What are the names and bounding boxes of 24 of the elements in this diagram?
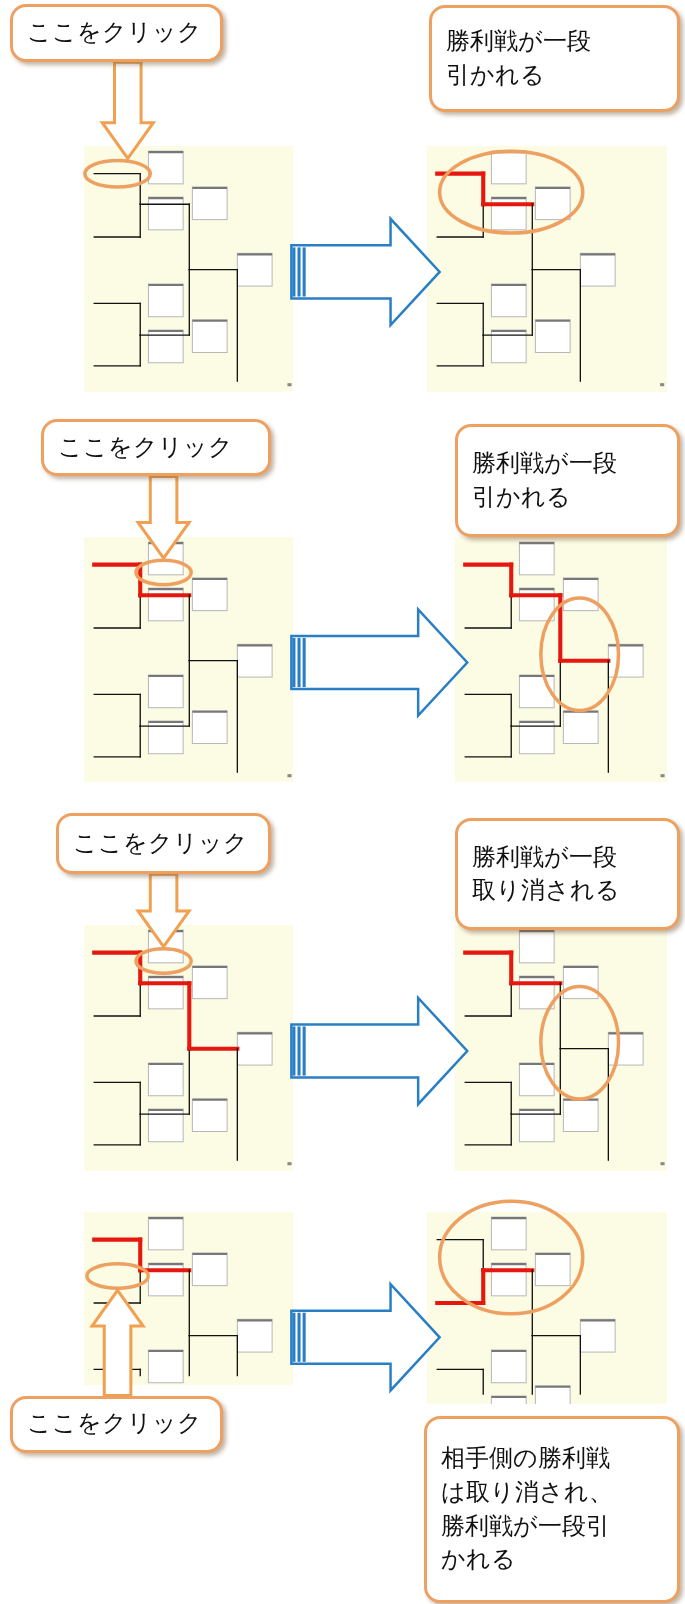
bracket-drawing [83,925,294,1171]
callout-text: 勝利戦が一段取り消される [471,841,621,907]
callout-box [56,812,271,875]
callout-text: 勝利戦が一段引かれる [471,447,618,513]
callout-box [454,424,680,537]
bracket-drawing [83,1211,294,1386]
callout-text: 勝利戦が一段引かれる [446,26,593,91]
bracket-drawing [83,146,294,392]
bracket-drawing [454,925,667,1171]
bracket-drawing [83,536,294,783]
callout-box [10,4,223,63]
callout-box [429,5,680,113]
callout-box [10,1395,223,1453]
callout-text: ここをクリック [27,17,203,49]
callout-text: ここをクリック [27,1408,203,1440]
bracket-drawing [427,1211,667,1404]
callout-text: ここをクリック [73,827,249,859]
bracket-drawing [454,536,667,783]
callout-text: ここをクリック [57,432,233,463]
callout-box [454,817,680,931]
callout-box [40,419,271,477]
callout-text: 相手側の勝利戦は取り消され、勝利戦が一段引かれる [441,1443,614,1576]
callout-box [424,1416,680,1604]
bracket-drawing [427,146,667,392]
